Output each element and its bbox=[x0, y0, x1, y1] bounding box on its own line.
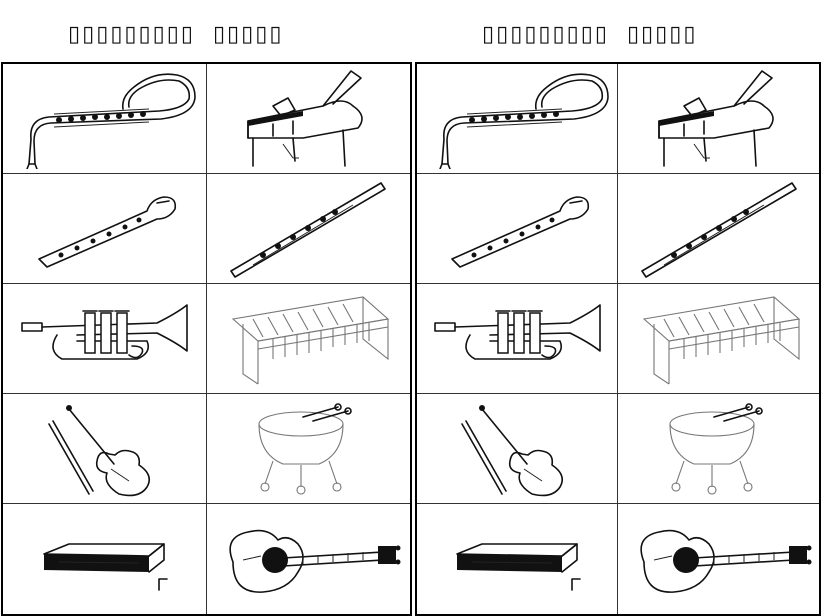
page-title-left: ▯▯▯▯▯▯▯▯▯ ▯▯▯▯▯ bbox=[68, 22, 284, 47]
card-flute[interactable] bbox=[206, 174, 410, 284]
trumpet-icon bbox=[433, 304, 601, 360]
recorder-icon bbox=[451, 195, 590, 268]
card-violin[interactable] bbox=[417, 394, 618, 504]
card-violin[interactable] bbox=[3, 394, 207, 504]
card-xylophone[interactable] bbox=[618, 284, 819, 394]
card-guitar[interactable] bbox=[207, 504, 411, 614]
trumpet-icon bbox=[20, 304, 188, 360]
card-grand-piano[interactable] bbox=[206, 64, 410, 174]
harmonica-icon bbox=[43, 543, 169, 591]
guitar-icon bbox=[229, 529, 401, 593]
card-timpani[interactable] bbox=[618, 394, 819, 504]
flute-icon bbox=[640, 181, 797, 278]
card-timpani[interactable] bbox=[206, 394, 410, 504]
violin-icon bbox=[48, 404, 151, 496]
xylophone-icon bbox=[642, 295, 800, 384]
xylophone-icon bbox=[232, 295, 390, 384]
page-title-right: ▯▯▯▯▯▯▯▯▯ ▯▯▯▯▯ bbox=[482, 22, 698, 47]
card-harmonica[interactable] bbox=[417, 504, 618, 614]
card-guitar[interactable] bbox=[618, 504, 819, 614]
card-trumpet[interactable] bbox=[417, 284, 618, 394]
card-recorder[interactable] bbox=[3, 174, 207, 284]
flute-icon bbox=[230, 181, 387, 278]
guitar-icon bbox=[639, 529, 811, 593]
timpani-icon bbox=[668, 402, 763, 495]
instrument-grid-right bbox=[415, 62, 821, 616]
card-saxophone[interactable] bbox=[417, 64, 618, 174]
saxophone-icon bbox=[439, 72, 609, 169]
card-flute[interactable] bbox=[618, 174, 819, 284]
card-trumpet[interactable] bbox=[3, 284, 207, 394]
card-recorder[interactable] bbox=[417, 174, 618, 284]
card-grand-piano[interactable] bbox=[618, 64, 819, 174]
violin-icon bbox=[461, 404, 563, 496]
grand-piano-icon bbox=[657, 70, 774, 167]
card-saxophone[interactable] bbox=[3, 64, 207, 174]
saxophone-icon bbox=[26, 72, 197, 169]
recorder-icon bbox=[38, 195, 177, 268]
card-xylophone[interactable] bbox=[206, 284, 410, 394]
timpani-icon bbox=[258, 402, 353, 495]
harmonica-icon bbox=[456, 543, 581, 591]
card-harmonica[interactable] bbox=[3, 504, 207, 614]
instrument-grid-left bbox=[1, 62, 412, 616]
grand-piano-icon bbox=[247, 70, 364, 167]
